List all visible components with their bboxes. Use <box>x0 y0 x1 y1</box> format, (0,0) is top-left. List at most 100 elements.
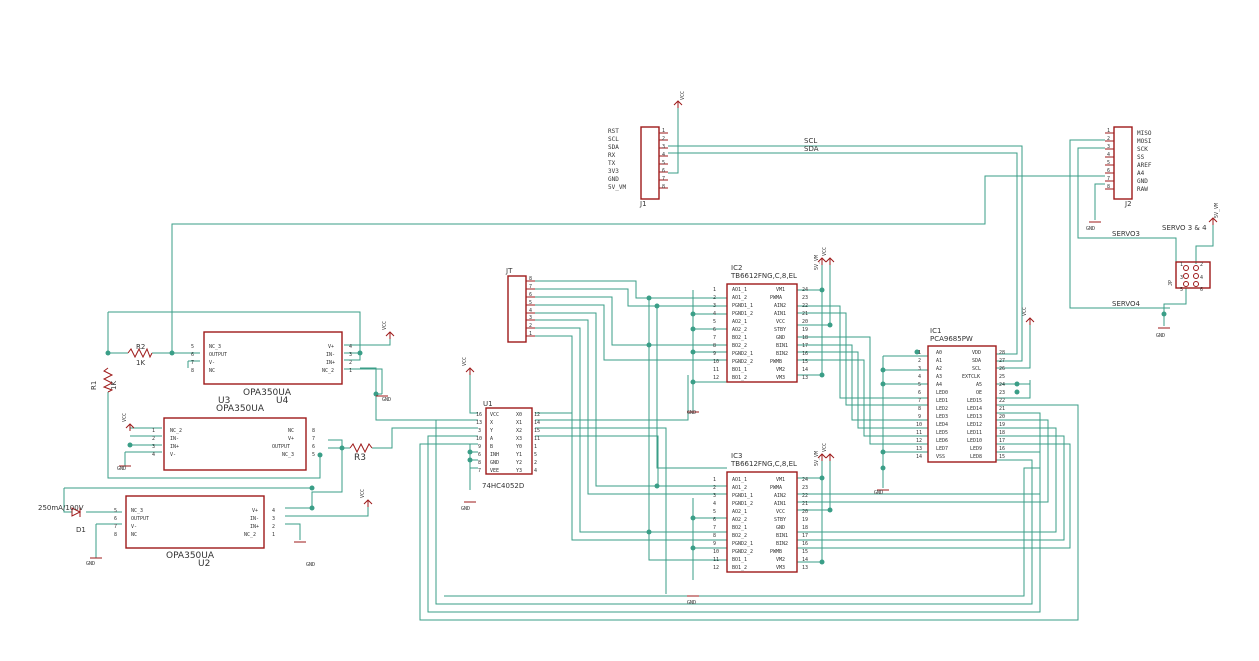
u1-name: U1 <box>483 400 493 408</box>
resistor-r3[interactable]: R3 <box>349 442 373 463</box>
jt-num: 1 <box>529 331 532 337</box>
ic2-pin: BO1_2 <box>732 375 747 381</box>
ic1-pin: A5 <box>976 382 982 388</box>
u4-part: OPA350UA <box>243 388 292 398</box>
resistor-r2[interactable]: R2 1K <box>127 343 153 367</box>
ic1-pin: LED14 <box>967 406 982 412</box>
j2-pin: MISO <box>1137 130 1152 137</box>
ic3-name: IC3 <box>731 452 742 460</box>
ic1-pin: VSS <box>936 454 945 460</box>
ic1-num: 13 <box>916 446 922 452</box>
vcc-icon: VCC <box>673 91 686 108</box>
u3-opamp[interactable]: U3 OPA350UA NC_2 IN- IN+ V- 1 2 3 4 NC V… <box>152 396 315 471</box>
servo-header[interactable]: 1 2 3 4 5 6 JP SERVO 3 & 4 <box>1162 224 1211 293</box>
svg-text:GND: GND <box>1086 226 1095 232</box>
j1-num: 2 <box>662 136 665 142</box>
ic2-pin: PWMB <box>770 359 782 365</box>
u1-num: 11 <box>534 436 540 442</box>
ic3-num: 8 <box>713 533 716 539</box>
ic1-pin: LED0 <box>936 390 948 396</box>
ic1-num: 12 <box>916 438 922 444</box>
u1-multiplexer[interactable]: U1 74HC4052D VCC X Y A B INH GND VEE 16 … <box>476 400 540 490</box>
ic2-left-pins: AO1_1 AO1_2 PGND1_1 PGND1_2 AO2_1 AO2_2 … <box>713 287 753 381</box>
ic2-driver[interactable]: IC2 TB6612FNG,C,8,EL AO1_1 AO1_2 PGND1_1… <box>713 264 808 383</box>
ic1-pin: A2 <box>936 366 942 372</box>
ic1-part: PCA9685PW <box>930 335 973 343</box>
ic3-num: 16 <box>802 541 808 547</box>
net-servo4: SERVO4 <box>1112 300 1141 308</box>
u1-pin: VEE <box>490 468 499 474</box>
diode-d1[interactable]: 250mA/100V D1 <box>38 504 86 534</box>
ic1-pin: LED15 <box>967 398 982 404</box>
ic3-num: 4 <box>713 501 716 507</box>
u2-name: U2 <box>198 559 210 569</box>
ic2-num: 12 <box>713 375 719 381</box>
j2-num: 3 <box>1107 144 1110 150</box>
ic2-pin: PGND1_1 <box>732 303 753 309</box>
wires <box>63 105 1214 621</box>
ic2-num: 23 <box>802 295 808 301</box>
ic1-pin: OE <box>976 390 982 396</box>
ic2-num: 21 <box>802 311 808 317</box>
ic3-num: 6 <box>713 517 716 523</box>
ic1-pwm-controller[interactable]: IC1 PCA9685PW A0 A1 A2 A3 A4 LED0 LED1 L… <box>916 327 1005 463</box>
u1-num: 5 <box>534 452 537 458</box>
ic2-pin: BIN2 <box>776 351 788 357</box>
u1-num: 9 <box>478 444 481 450</box>
connector-j1[interactable]: RST SCL SDA RX TX 3V3 GND 5V_VM 1 2 3 4 … <box>608 126 668 208</box>
ic3-pin: AO2_2 <box>732 517 747 523</box>
ic3-num: 22 <box>802 493 808 499</box>
ic3-pin: AIN1 <box>774 501 786 507</box>
ic1-pin: A4 <box>936 382 942 388</box>
ic3-num: 20 <box>802 509 808 515</box>
u3-pin: NC <box>288 428 294 434</box>
ic2-num: 14 <box>802 367 808 373</box>
u2-pin: V- <box>131 524 137 530</box>
servo-pin: 3 <box>1180 275 1183 281</box>
ic3-num: 7 <box>713 525 716 531</box>
u4-opamp[interactable]: OPA350UA U4 NC_3 OUTPUT V- NC 5 6 7 8 V+… <box>191 331 352 406</box>
ic1-pin: EXTCLK <box>962 374 980 380</box>
ic2-pin: VM3 <box>776 375 785 381</box>
ic2-num: 9 <box>713 351 716 357</box>
u3-pin: IN- <box>170 436 179 442</box>
ic1-pin: LED9 <box>970 446 982 452</box>
j1-pin-labels: RST SCL SDA RX TX 3V3 GND 5V_VM 1 2 3 4 … <box>608 128 665 191</box>
u2-num: 3 <box>272 516 275 522</box>
ic2-num: 11 <box>713 367 719 373</box>
svg-text:5V_VM: 5V_VM <box>814 255 820 270</box>
connector-jt[interactable]: 8 7 6 5 4 3 2 1 JT <box>505 267 535 343</box>
resistor-r1[interactable]: R1 1K <box>90 367 118 393</box>
ic2-pin: BO1_1 <box>732 367 747 373</box>
u2-num: 7 <box>114 524 117 530</box>
u1-num: 6 <box>478 452 481 458</box>
svg-text:GND: GND <box>461 506 470 512</box>
u1-num: 12 <box>534 412 540 418</box>
u2-pin: IN+ <box>250 524 259 530</box>
u3-pin: V- <box>170 452 176 458</box>
u4-pin: IN+ <box>326 360 335 366</box>
ic1-num: 19 <box>999 422 1005 428</box>
u4-num: 6 <box>191 352 194 358</box>
ground-icon: GND <box>461 501 476 512</box>
j1-num: 8 <box>662 184 665 190</box>
servo-pin: 6 <box>1200 287 1203 293</box>
u2-opamp[interactable]: OPA350UA U2 NC_3 OUTPUT V- NC 5 6 7 8 V+… <box>114 495 275 569</box>
connector-j2[interactable]: MISO MOSI SCK SS AREF A4 GND RAW 1 2 3 4… <box>1105 126 1152 208</box>
ic2-pin: STBY <box>774 327 786 333</box>
ic1-num: 9 <box>918 414 921 420</box>
ic2-num: 4 <box>713 311 716 317</box>
ic3-driver[interactable]: IC3 TB6612FNG,C,8,EL AO1_1 AO1_2 PGND1_1… <box>713 452 808 573</box>
ic2-num: 13 <box>802 375 808 381</box>
jt-num: 7 <box>529 284 532 290</box>
ic3-pin: PGND1_2 <box>732 501 753 507</box>
ic3-pin: PGND1_1 <box>732 493 753 499</box>
ic2-right-pins: VM1 PWMA AIN2 AIN1 VCC STBY GND BIN1 BIN… <box>770 287 808 381</box>
ic3-num: 11 <box>713 557 719 563</box>
ic2-pin: AO2_2 <box>732 327 747 333</box>
ground-icon: GND <box>1086 221 1101 232</box>
ic2-pin: AIN1 <box>774 311 786 317</box>
svg-text:VCC: VCC <box>822 247 828 256</box>
u1-pin: B <box>490 444 493 450</box>
ic3-num: 24 <box>802 477 808 483</box>
